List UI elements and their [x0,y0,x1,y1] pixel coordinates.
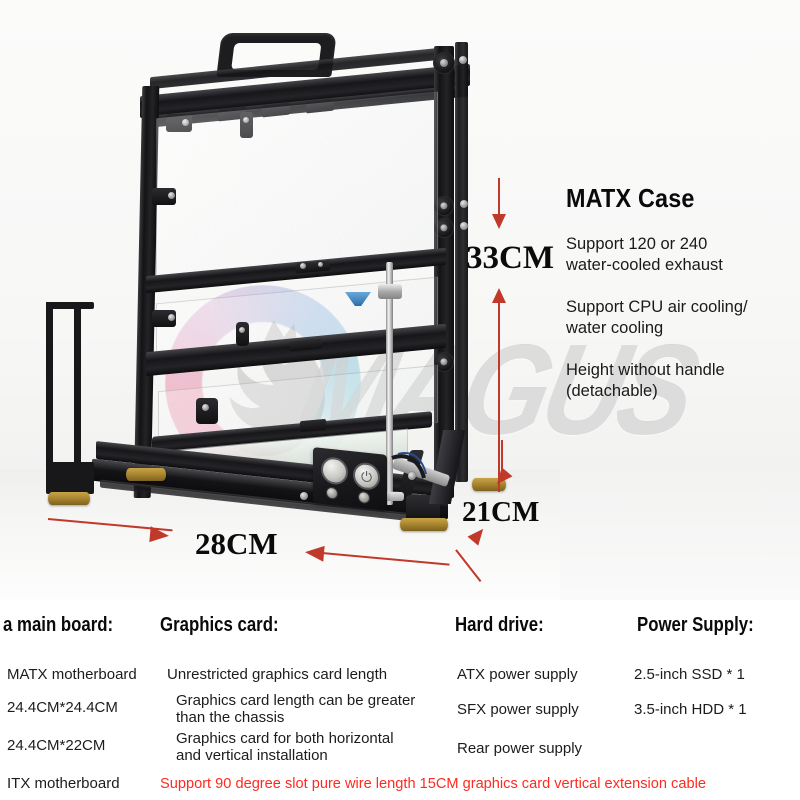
spec-header-motherboard: a main board: [3,614,114,636]
feature-line-2a: Support CPU air cooling/ water cooling [566,297,748,338]
depth-arrow-upper-line [501,440,503,476]
power-button[interactable]: ⏻ [353,461,380,492]
spec-motherboard-row-1: MATX motherboard [7,666,137,683]
spec-motherboard-row-4: ITX motherboard [7,775,120,792]
cable [391,452,427,479]
feature-item-1: Support 120 or 240 water-cooled exhaust [566,234,800,277]
spec-power-row-1: 2.5-inch SSD * 1 [634,666,745,683]
height-arrow-up-head [492,288,506,303]
spec-highlight-note: Support 90 degree slot pure wire length … [160,776,706,792]
feature-line-3a: Height without handle (detachable) [566,360,725,401]
depth-dimension-label: 21CM [462,496,540,528]
spec-power-row-2: 3.5-inch HDD * 1 [634,701,747,718]
spec-header-graphics: Graphics card: [160,614,279,636]
power-icon: ⏻ [360,467,373,485]
spec-harddrive-row-1: ATX power supply [457,666,578,683]
power-button-panel[interactable]: ⏻ [313,447,387,511]
case-illustration: ⏻ [0,0,560,600]
spec-header-power: Power Supply: [637,614,754,636]
spec-harddrive-row-2: SFX power supply [457,701,579,718]
product-photo: MAGUS [0,0,800,600]
spec-graphics-row-1: Unrestricted graphics card length [167,666,388,683]
feature-item-3: Height without handle (detachable) [566,360,800,403]
height-arrow-upper-line [498,178,500,220]
usb-port-b[interactable] [358,490,370,505]
spec-header-harddrive: Hard drive: [455,614,544,636]
spec-motherboard-row-2: 24.4CM*24.4CM [7,699,118,716]
specification-table: a main board: Graphics card: Hard drive:… [0,600,800,800]
spec-graphics-row-3: Graphics card for both horizontal and ve… [176,730,394,765]
feature-line-1a: Support 120 or 240 water-cooled exhaust [566,235,723,275]
spec-harddrive-row-3: Rear power supply [457,740,583,757]
height-arrow-lower-line [498,302,500,492]
usb-port-a[interactable] [326,486,338,500]
height-arrow-down-head [492,214,506,229]
panel-title: MATX Case [566,183,695,213]
support-rod [386,262,393,505]
height-dimension-label: 33CM [466,240,554,276]
width-arrow-right-head-left [149,526,170,544]
feature-panel: MATX Case Support 120 or 240 water-coole… [566,183,800,403]
reset-button[interactable] [321,455,348,486]
width-dimension-label: 28CM [195,526,278,561]
feature-item-2: Support CPU air cooling/ water cooling [566,297,800,340]
spec-motherboard-row-3: 24.4CM*22CM [7,737,106,754]
spec-graphics-row-2: Graphics card length can be greater than… [176,692,416,727]
